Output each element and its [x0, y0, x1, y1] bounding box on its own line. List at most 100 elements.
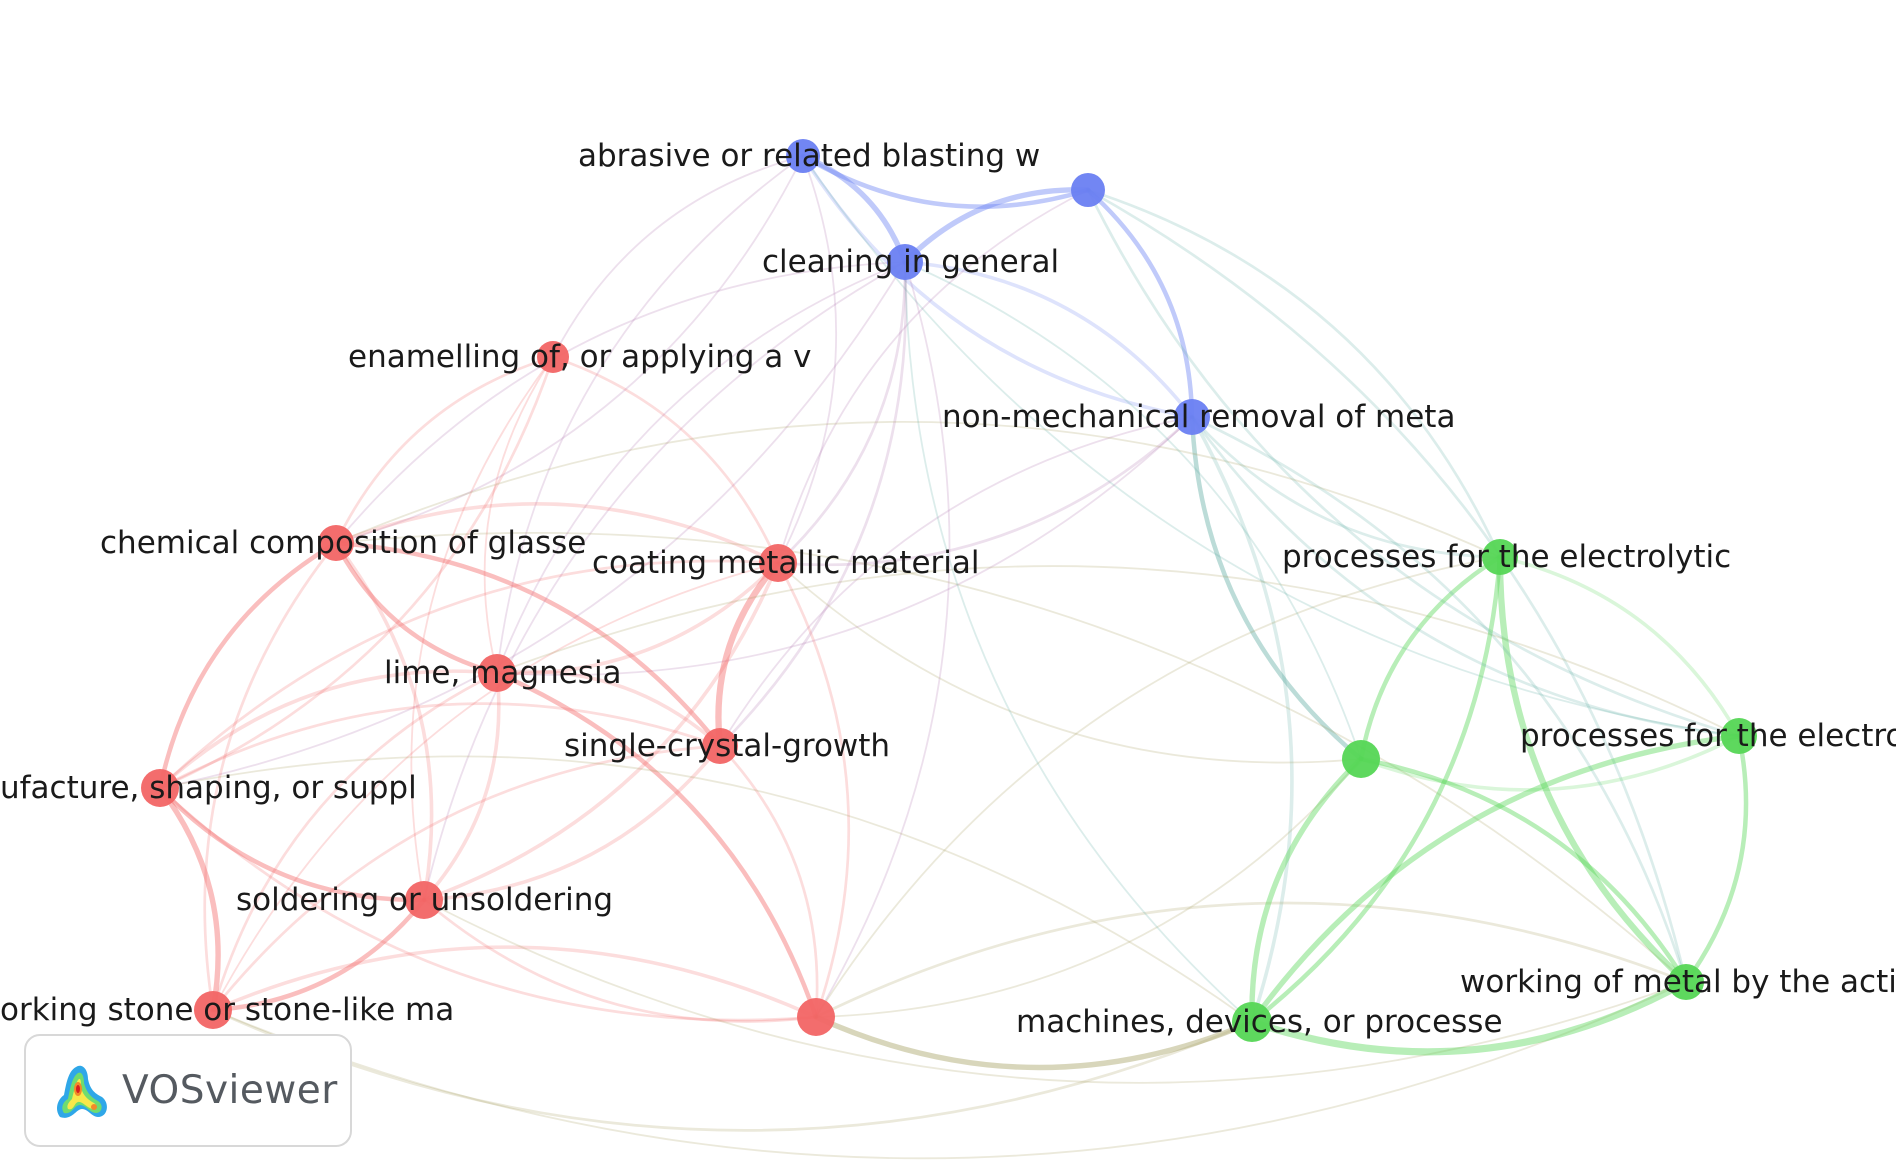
links-layer — [157, 153, 1749, 1160]
link-stone-machines — [211, 1008, 1254, 1132]
link-workingmetal-machines — [1248, 978, 1690, 1056]
node-singlecrystal[interactable] — [702, 728, 738, 764]
node-abrasive[interactable] — [786, 139, 820, 173]
node-label-enamelling[interactable]: enamelling of, or applying a v — [348, 339, 811, 375]
link-soldering-workingmetal — [423, 899, 1687, 1084]
link-green-unlabeled-workingmetal — [1358, 756, 1689, 985]
nodes-layer — [141, 139, 1757, 1042]
link-electrolytic1-green-unlabeled — [1358, 554, 1503, 762]
link-stone-red-unlabeled — [211, 945, 818, 1019]
link-manufacture-machines — [159, 755, 1253, 1023]
link-chemcomp-singlecrystal — [333, 540, 723, 749]
link-abrasive-coating — [777, 155, 838, 564]
node-label-stone[interactable]: orking stone or stone-like ma — [0, 992, 454, 1028]
node-cleaning[interactable] — [887, 244, 923, 280]
link-nonmech-electrolytic2 — [1190, 415, 1741, 738]
link-singlecrystal-red-unlabeled — [718, 744, 819, 1019]
link-nonmech-singlecrystal — [719, 416, 1193, 747]
node-label-electrolytic2[interactable]: processes for the electroly — [1520, 718, 1896, 754]
link-green-unlabeled-electrolytic2 — [1359, 734, 1741, 792]
link-enamelling-lime — [483, 356, 554, 674]
node-green-unlabeled[interactable] — [1342, 740, 1380, 778]
link-blue-unlabeled-electrolytic1 — [1086, 188, 1502, 559]
link-abrasive-chemcomp — [335, 155, 804, 544]
link-lime-red-unlabeled — [494, 670, 819, 1020]
node-label-nonmech[interactable]: non-mechanical removal of meta — [942, 399, 1455, 435]
node-coating[interactable] — [759, 544, 797, 582]
link-abrasive-lime — [496, 155, 804, 674]
link-cleaning-chemcomp — [335, 261, 906, 544]
node-blue-unlabeled[interactable] — [1071, 173, 1105, 207]
node-nonmech[interactable] — [1174, 399, 1210, 435]
node-label-manufacture[interactable]: ufacture, shaping, or suppl — [0, 770, 417, 806]
link-coating-green-unlabeled — [777, 562, 1362, 764]
node-machines[interactable] — [1232, 1002, 1272, 1042]
link-coating-singlecrystal — [715, 559, 782, 750]
link-nonmech-coating — [776, 415, 1194, 567]
node-label-singlecrystal[interactable]: single-crystal-growth — [564, 728, 890, 764]
link-cleaning-singlecrystal — [718, 260, 908, 748]
vosviewer-logo: VOSviewer — [24, 1034, 352, 1147]
link-enamelling-chemcomp — [334, 355, 555, 545]
link-blue-unlabeled-nonmech — [1085, 187, 1195, 420]
link-cleaning-red-unlabeled — [815, 261, 951, 1018]
link-blue-unlabeled-electrolytic2 — [1086, 188, 1741, 738]
link-singlecrystal-stone — [211, 744, 722, 1012]
link-soldering-red-unlabeled — [422, 898, 818, 1023]
link-electrolytic2-workingmetal — [1683, 733, 1749, 985]
link-chemcomp-coating — [334, 502, 780, 565]
link-electrolytic1-workingmetal — [1496, 553, 1690, 986]
link-abrasive-nonmech — [801, 154, 1194, 419]
node-stone[interactable] — [194, 991, 232, 1029]
link-manufacture-stone — [157, 785, 221, 1013]
link-chemcomp-stone — [203, 541, 338, 1012]
link-blue-unlabeled-workingmetal — [1086, 188, 1688, 984]
link-abrasive-electrolytic2 — [802, 155, 1740, 737]
node-workingmetal[interactable] — [1668, 964, 1704, 1000]
link-blue-unlabeled-cleaning — [902, 187, 1091, 265]
link-soldering-stone — [210, 897, 427, 1013]
node-lime[interactable] — [478, 654, 516, 692]
node-label-lime[interactable]: lime, magnesia — [384, 655, 622, 691]
node-electrolytic1[interactable] — [1482, 539, 1518, 575]
link-electrolytic1-electrolytic2 — [1498, 555, 1741, 738]
link-manufacture-soldering — [157, 785, 427, 903]
node-label-electrolytic1[interactable]: processes for the electrolytic — [1282, 539, 1731, 575]
node-label-soldering[interactable]: soldering or unsoldering — [236, 882, 613, 918]
link-cleaning-nonmech — [903, 260, 1194, 419]
link-cleaning-manufacture — [159, 261, 906, 789]
node-label-workingmetal[interactable]: working of metal by the action — [1460, 964, 1896, 1000]
node-chemcomp[interactable] — [318, 525, 354, 561]
link-coating-lime — [495, 561, 780, 676]
link-nonmech-workingmetal — [1190, 415, 1688, 984]
node-label-coating[interactable]: coating metallic material — [592, 545, 980, 581]
link-chemcomp-manufacture — [157, 540, 339, 791]
link-lime-stone — [211, 671, 499, 1012]
link-enamelling-soldering — [410, 356, 554, 901]
link-cleaning-machines — [904, 261, 1253, 1023]
node-electrolytic2[interactable] — [1721, 718, 1757, 754]
link-coating-soldering — [422, 561, 780, 902]
link-nonmech-green-unlabeled — [1189, 414, 1364, 762]
link-cleaning-green-unlabeled — [904, 261, 1362, 760]
node-label-chemcomp[interactable]: chemical composition of glasse — [100, 525, 586, 561]
node-label-machines[interactable]: machines, devices, or processe — [1016, 1004, 1503, 1040]
node-enamelling[interactable] — [537, 341, 569, 373]
link-nonmech-electrolytic1 — [1190, 415, 1502, 559]
link-red-unlabeled-workingmetal — [814, 901, 1688, 1019]
link-chemcomp-electrolytic1 — [335, 421, 1501, 558]
link-singlecrystal-soldering — [422, 744, 722, 902]
link-enamelling-manufacture — [158, 355, 555, 790]
node-soldering[interactable] — [405, 881, 443, 919]
link-lime-soldering — [422, 671, 501, 902]
link-lime-electrolytic2 — [496, 565, 1740, 737]
link-chemcomp-workingmetal — [335, 531, 1687, 983]
node-label-cleaning[interactable]: cleaning in general — [762, 244, 1059, 280]
labels-layer: abrasive or related blasting w cleaning i… — [0, 138, 1896, 1040]
link-abrasive-enamelling — [552, 155, 804, 358]
node-label-abrasive[interactable]: abrasive or related blasting w — [578, 138, 1040, 174]
vosviewer-logo-text: VOSviewer — [122, 1068, 338, 1113]
node-red-unlabeled[interactable] — [797, 998, 835, 1036]
node-manufacture[interactable] — [141, 769, 179, 807]
